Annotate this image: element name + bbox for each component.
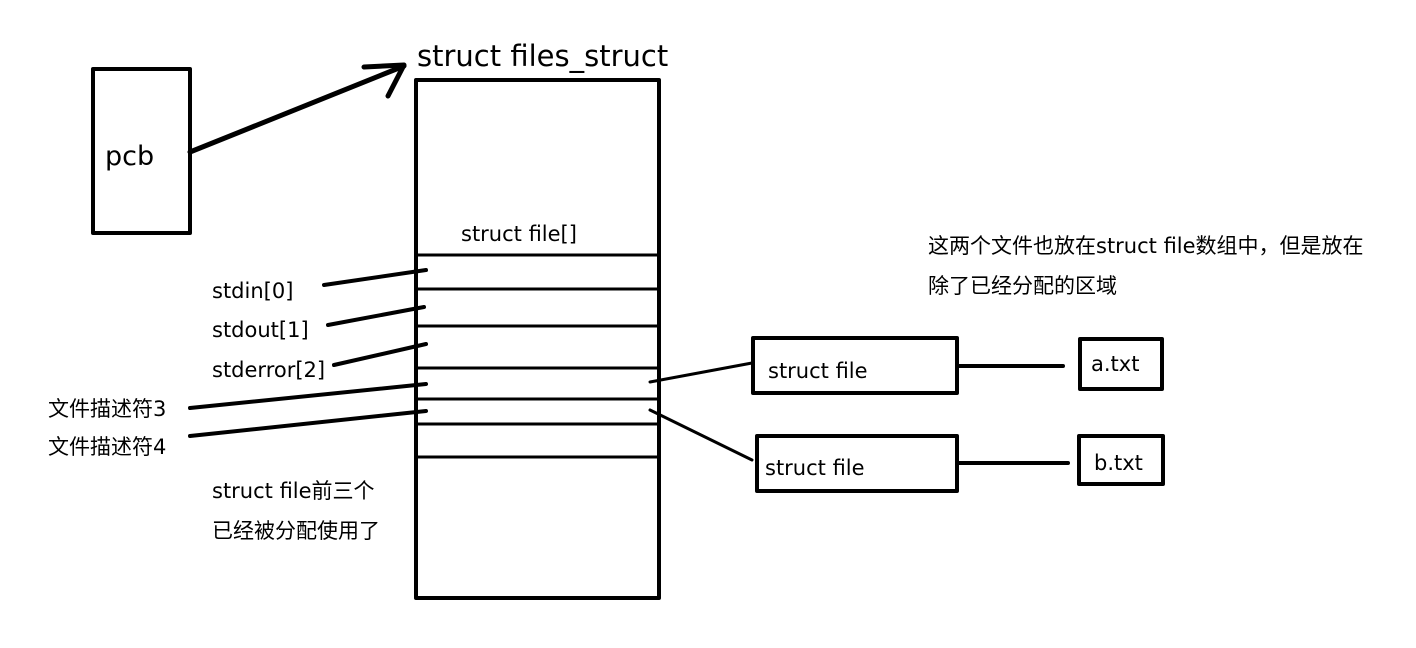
arrow-head (361, 62, 407, 99)
fd-stdout-label: stdout[1] (212, 318, 309, 342)
note-allocated-line1: struct file前三个 (212, 479, 375, 503)
note-new-files-line1: 这两个文件也放在struct file数组中，但是放在 (928, 234, 1364, 258)
fd-array-label: struct file[] (461, 222, 577, 246)
fd-stdout-pointer (326, 305, 426, 327)
struct-file-label: struct file (768, 359, 868, 383)
note-new-files-line2: 除了已经分配的区域 (928, 274, 1117, 298)
file-object-b: struct file b.txt (648, 408, 1165, 493)
txt-file-label: b.txt (1094, 451, 1143, 475)
fd-stdin-pointer (322, 268, 428, 287)
arrow-shaft (187, 63, 407, 155)
struct-file-label: struct file (765, 456, 865, 480)
note-new-files: 这两个文件也放在struct file数组中，但是放在 除了已经分配的区域 (928, 234, 1364, 298)
pcb-node: pcb (91, 67, 192, 235)
note-allocated: struct file前三个 已经被分配使用了 (212, 479, 380, 543)
fd-stdin-label: stdin[0] (212, 279, 293, 303)
files-struct-box (414, 78, 661, 600)
fd-stdout: stdout[1] (212, 305, 426, 342)
fd-stderror-label: stderror[2] (212, 358, 325, 382)
files-struct-node: struct file[] (414, 78, 661, 600)
fd-stderror: stderror[2] (212, 342, 428, 382)
files-struct-title: struct files_struct (417, 39, 668, 73)
pcb-label: pcb (105, 141, 154, 172)
fd-stderror-pointer (332, 342, 428, 367)
fd-4-label: 文件描述符4 (48, 435, 166, 459)
txt-file-box (1078, 337, 1164, 391)
note-allocated-line2: 已经被分配使用了 (212, 519, 380, 543)
fd3-to-struct-file-link (648, 361, 754, 384)
fd-3-label: 文件描述符3 (48, 397, 166, 421)
txt-file-label: a.txt (1091, 352, 1139, 376)
fd4-to-struct-file-link (648, 408, 754, 462)
fd-stdin: stdin[0] (212, 268, 428, 303)
txt-file-box (1077, 434, 1165, 486)
fd-4: 文件描述符4 (48, 409, 428, 459)
pcb-to-files-struct-arrow (187, 62, 407, 155)
file-object-a: struct file a.txt (648, 336, 1164, 395)
fd-3: 文件描述符3 (48, 382, 428, 421)
fd-3-pointer (188, 382, 428, 410)
fd-4-pointer (188, 409, 428, 438)
